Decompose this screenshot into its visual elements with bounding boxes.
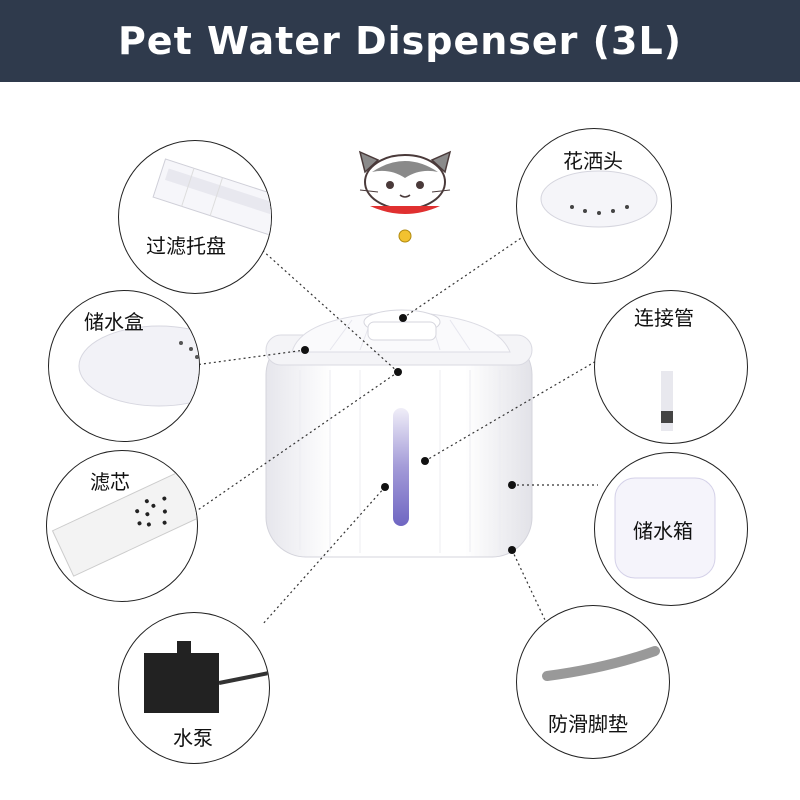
detail-water-tank: [594, 452, 748, 606]
label-shower-head: 花洒头: [563, 149, 623, 173]
dot-water-box: [301, 346, 309, 354]
label-filter-core: 滤芯: [90, 470, 130, 494]
detail-shower-head: [516, 128, 672, 284]
detail-filter-tray: [118, 140, 272, 294]
leader-pump: [261, 486, 386, 626]
detail-filter-core: [46, 450, 198, 602]
leader-connector: [424, 359, 599, 462]
label-connector-pipe: 连接管: [634, 306, 694, 330]
dot-water-tank: [508, 481, 516, 489]
dot-pump: [381, 483, 389, 491]
label-water-tank: 储水箱: [633, 519, 693, 543]
detail-pump: [118, 612, 270, 764]
detail-connector-pipe: [594, 290, 748, 444]
water-level-window: [393, 408, 409, 526]
dot-filter-tray: [394, 368, 402, 376]
cat-logo: [358, 150, 452, 243]
label-pump: 水泵: [173, 726, 213, 750]
dot-antislip: [508, 546, 516, 554]
detail-water-box: [48, 290, 200, 442]
label-water-box: 储水盒: [84, 310, 144, 334]
page-title: Pet Water Dispenser (3L): [117, 19, 683, 63]
leader-antislip: [511, 549, 546, 621]
leader-filter-core: [194, 371, 399, 513]
leader-water-box: [194, 349, 306, 366]
leader-shower-head: [402, 231, 531, 319]
dot-connector: [421, 457, 429, 465]
label-antislip-pad: 防滑脚垫: [548, 712, 628, 736]
title-banner: Pet Water Dispenser (3L): [0, 0, 800, 82]
detail-antislip-pad: [516, 605, 670, 759]
dot-shower-head: [399, 314, 407, 322]
leader-filter-tray: [261, 249, 399, 373]
label-filter-tray: 过滤托盘: [146, 234, 226, 258]
dispenser-dome: [291, 309, 511, 353]
